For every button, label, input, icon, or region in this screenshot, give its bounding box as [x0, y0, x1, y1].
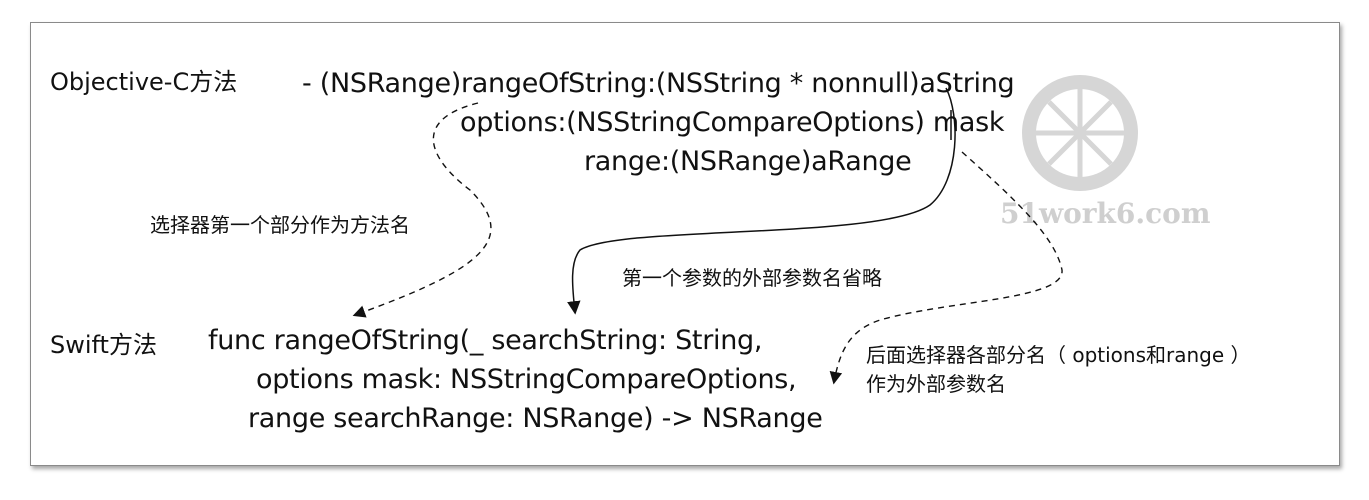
dashed-arrow-method-name: [352, 102, 492, 318]
swift-line-3: range searchRange: NSRange) -> NSRange: [248, 403, 823, 434]
objc-line-1: - (NSRange)rangeOfString:(NSString * non…: [302, 68, 1015, 99]
objc-line-3: range:(NSRange)aRange: [584, 146, 912, 177]
objc-line-2: options:(NSStringCompareOptions) mask: [460, 107, 1005, 138]
annotation-first-param-omitted: 第一个参数的外部参数名省略: [622, 266, 882, 290]
swift-line-2: options mask: NSStringCompareOptions,: [256, 364, 797, 395]
annotation-rest-parts-line-1: 后面选择器各部分名（ options和range ）: [866, 343, 1251, 367]
annotation-selector-first-part: 选择器第一个部分作为方法名: [150, 213, 410, 237]
swift-label: Swift方法: [50, 331, 157, 359]
objc-label: Objective-C方法: [50, 68, 238, 96]
dashed-arrow-external-names: [829, 151, 1063, 385]
annotation-rest-parts-line-2: 作为外部参数名: [866, 372, 1006, 396]
solid-arrow-first-param: [567, 87, 956, 315]
swift-line-1: func rangeOfString(_ searchString: Strin…: [208, 325, 763, 356]
